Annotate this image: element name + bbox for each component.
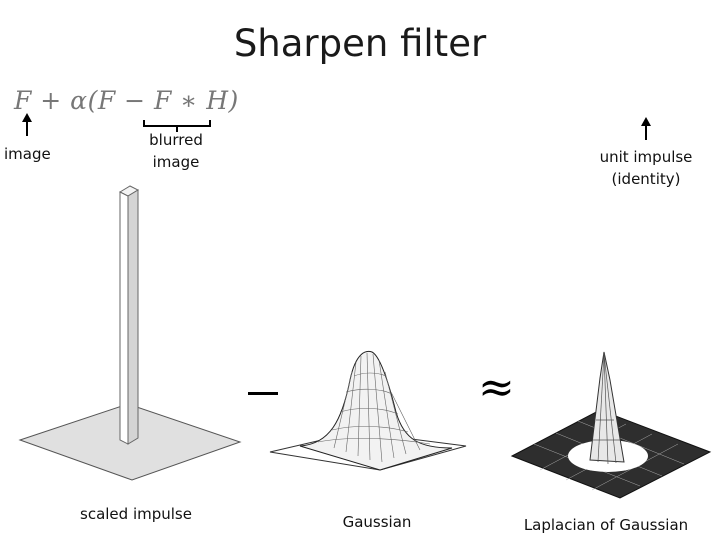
blurred-line-2: image [152,153,200,171]
scaled-impulse-label: scaled impulse [80,505,192,523]
laplacian-of-gaussian-label: Laplacian of Gaussian [523,516,689,534]
minus-operator [248,392,278,395]
blurred-image-label: blurred image [126,129,226,173]
sharpen-formula: F + α(F − F ∗ H) [14,86,239,115]
log-graphic [510,351,712,499]
image-arrow [22,113,32,136]
approx-operator: ≈ [478,362,515,413]
image-label: image [4,145,51,163]
blurred-line-1: blurred [149,131,203,149]
scaled-impulse-graphic [18,185,242,481]
slide-title: Sharpen filter [233,22,487,65]
gaussian-label: Gaussian [342,513,412,531]
gaussian-graphic [269,350,467,471]
unit-impulse-arrow [641,117,651,140]
unit-impulse-label: unit impulse (identity) [586,146,706,190]
blurred-brace [143,120,211,132]
unit-line-1: unit impulse [599,148,693,166]
unit-line-2: (identity) [611,170,681,188]
